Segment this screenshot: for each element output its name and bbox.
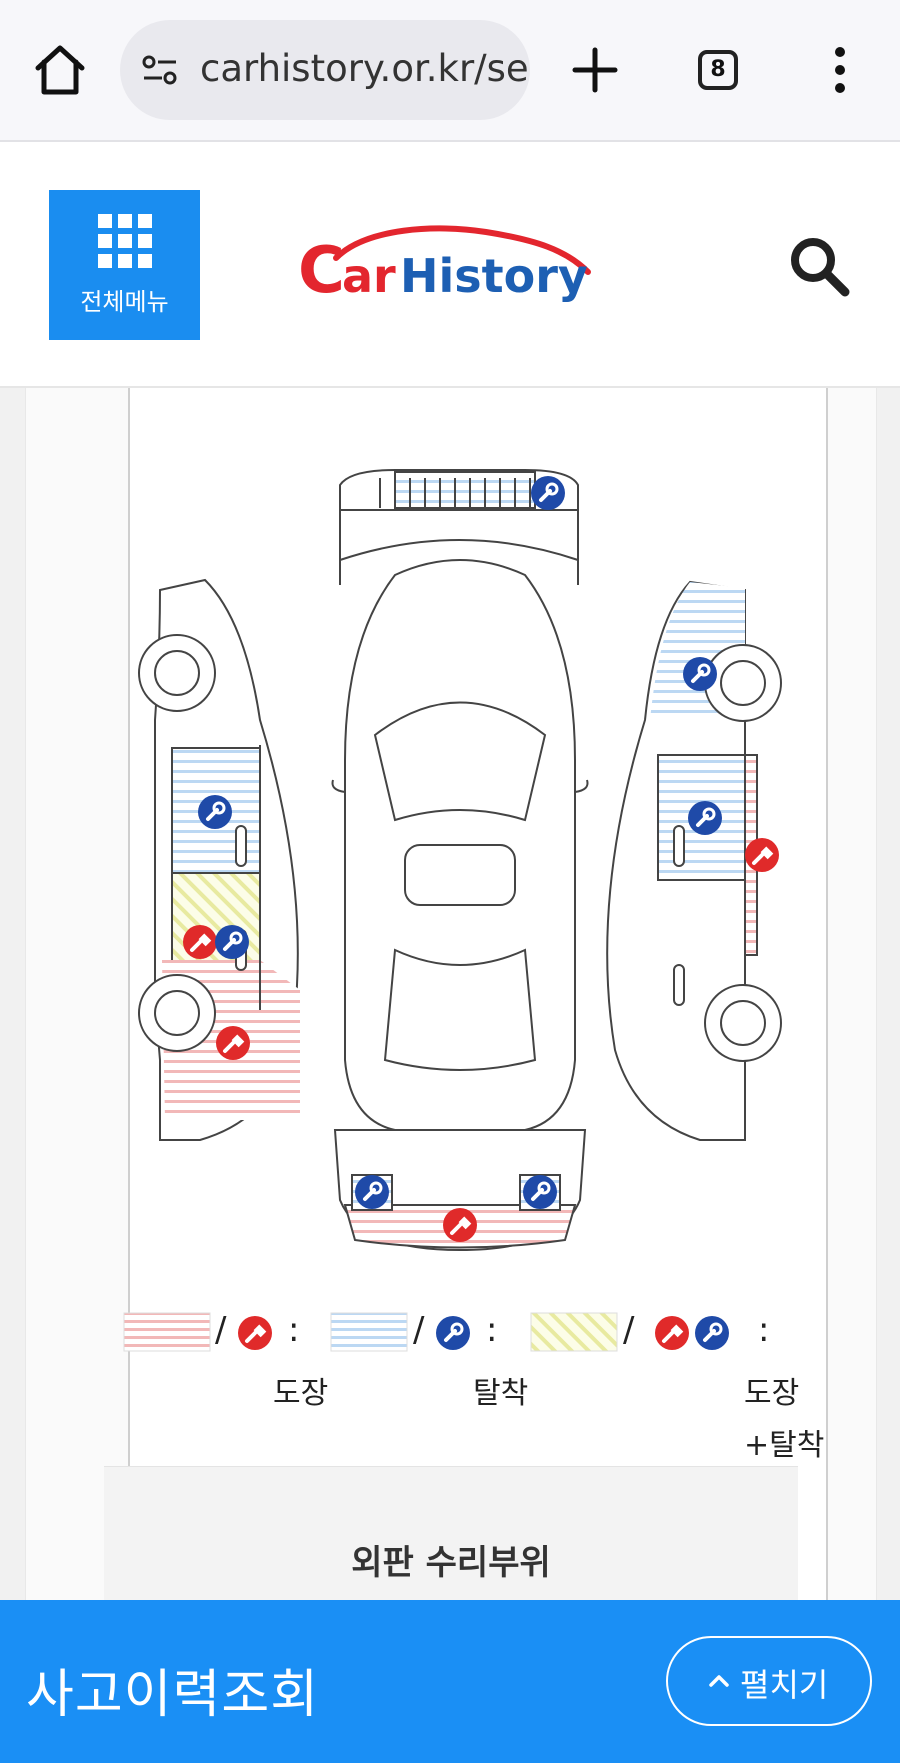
legend-separator: / [413, 1310, 425, 1350]
car-damage-diagram [138, 469, 782, 1252]
svg-text:History: History [400, 249, 588, 303]
legend-colon: : [288, 1310, 300, 1350]
wrench-icon [196, 793, 234, 831]
legend-separator: / [623, 1310, 635, 1350]
detach-pattern-swatch [330, 1312, 408, 1352]
bottom-panel: 사고이력조회 펼치기 [0, 1600, 900, 1763]
wrench-icon [693, 1314, 731, 1352]
new-tab-icon[interactable] [570, 40, 620, 100]
carhistory-logo[interactable]: C ar History [296, 220, 606, 320]
wrench-icon [434, 1314, 472, 1352]
wrench-icon [521, 1173, 559, 1211]
paint-icon [653, 1314, 691, 1352]
more-options-icon[interactable] [825, 45, 855, 95]
car-top-view [331, 559, 589, 1131]
grid-icon [98, 214, 152, 268]
legend-label-paint: 도장 [273, 1376, 329, 1411]
legend-colon: : [486, 1310, 498, 1350]
svg-text:C: C [298, 234, 345, 308]
site-settings-icon[interactable] [140, 50, 180, 90]
left-side-view [138, 578, 300, 1141]
paint-icon [181, 923, 219, 961]
legend-label-detach: 탈착 [473, 1376, 529, 1411]
tab-switcher-button[interactable]: 8 [698, 50, 738, 90]
menu-label: 전체메뉴 [80, 288, 169, 316]
legend-colon: : [758, 1310, 770, 1350]
exterior-repair-section: 외판 수리부위 [104, 1466, 798, 1601]
wrench-icon [213, 923, 251, 961]
url-text: carhistory.or.kr/se [200, 47, 529, 90]
expand-button[interactable]: 펼치기 [666, 1636, 872, 1726]
section-title: 외판 수리부위 [351, 1543, 551, 1583]
wrench-icon [681, 655, 719, 693]
svg-text:ar: ar [342, 249, 396, 303]
paint-icon [236, 1314, 274, 1352]
paint-icon [743, 836, 781, 874]
paint-detach-pattern-swatch [530, 1312, 618, 1352]
legend-label-paint-detach-line1: 도장 [744, 1376, 800, 1411]
paint-pattern-swatch [123, 1312, 211, 1352]
home-icon[interactable] [30, 40, 90, 100]
paint-icon [214, 1024, 252, 1062]
chevron-up-icon [709, 1675, 729, 1687]
all-menu-button[interactable]: 전체메뉴 [49, 190, 200, 340]
search-icon[interactable] [787, 234, 853, 300]
legend-separator: / [215, 1310, 227, 1350]
wrench-icon [529, 474, 567, 512]
wrench-icon [686, 799, 724, 837]
paint-icon [441, 1206, 479, 1244]
wrench-icon [353, 1173, 391, 1211]
site-header: 전체메뉴 C ar History [0, 142, 900, 388]
browser-toolbar: carhistory.or.kr/se 8 [0, 0, 900, 142]
address-bar[interactable]: carhistory.or.kr/se [120, 20, 530, 120]
legend-label-paint-detach-line2: +탈착 [744, 1428, 825, 1463]
bottom-title: 사고이력조회 [26, 1665, 320, 1725]
expand-label: 펼치기 [740, 1666, 829, 1704]
